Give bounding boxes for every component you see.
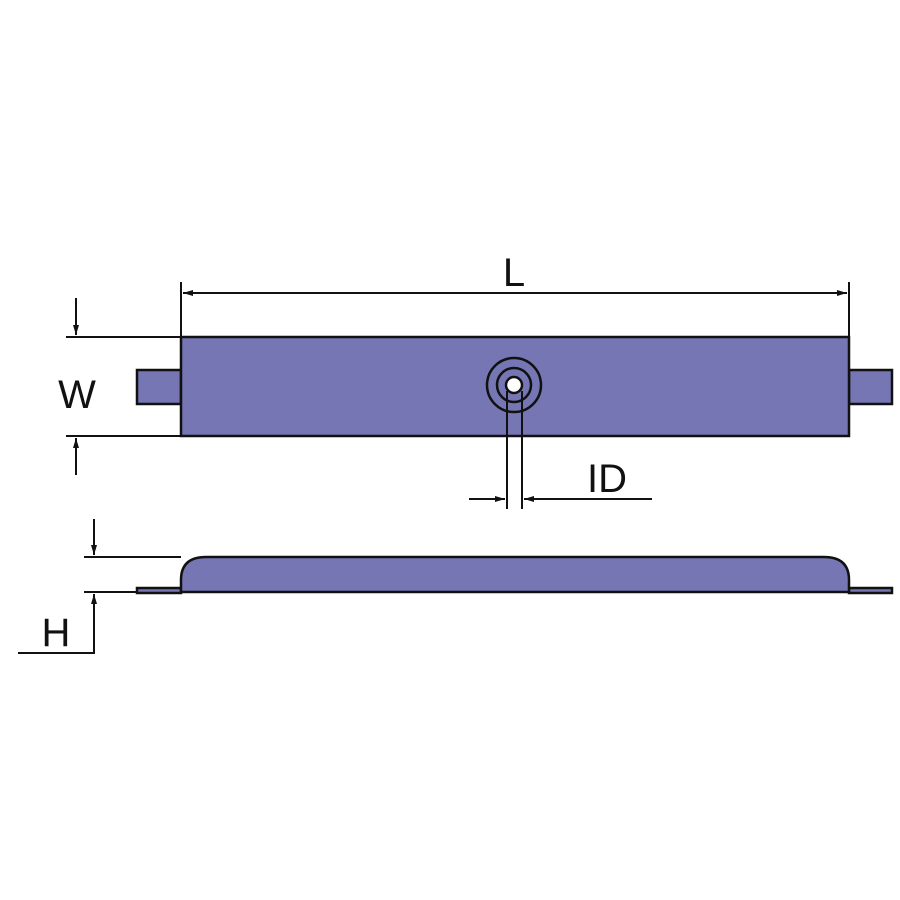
width-label: W <box>58 373 96 417</box>
hole-inner <box>504 375 524 395</box>
hole-middle-ring <box>495 366 533 404</box>
left-flange-side <box>135 586 183 595</box>
dimension-length <box>180 282 850 337</box>
height-label: H <box>42 611 71 655</box>
length-label: L <box>503 251 525 295</box>
right-flange-side <box>847 586 894 595</box>
dimension-height <box>18 519 181 654</box>
hole-outer-ring <box>485 356 543 414</box>
anode-body-side-view <box>179 555 851 594</box>
top-view <box>135 335 894 438</box>
inner-diameter-label: ID <box>587 457 627 501</box>
left-mounting-tab <box>135 368 183 406</box>
dimension-width <box>66 298 181 475</box>
side-view <box>135 555 894 595</box>
dimension-inner-diameter <box>469 391 652 509</box>
height-arrow-bottom-leader <box>18 594 97 654</box>
right-mounting-tab <box>847 368 894 406</box>
